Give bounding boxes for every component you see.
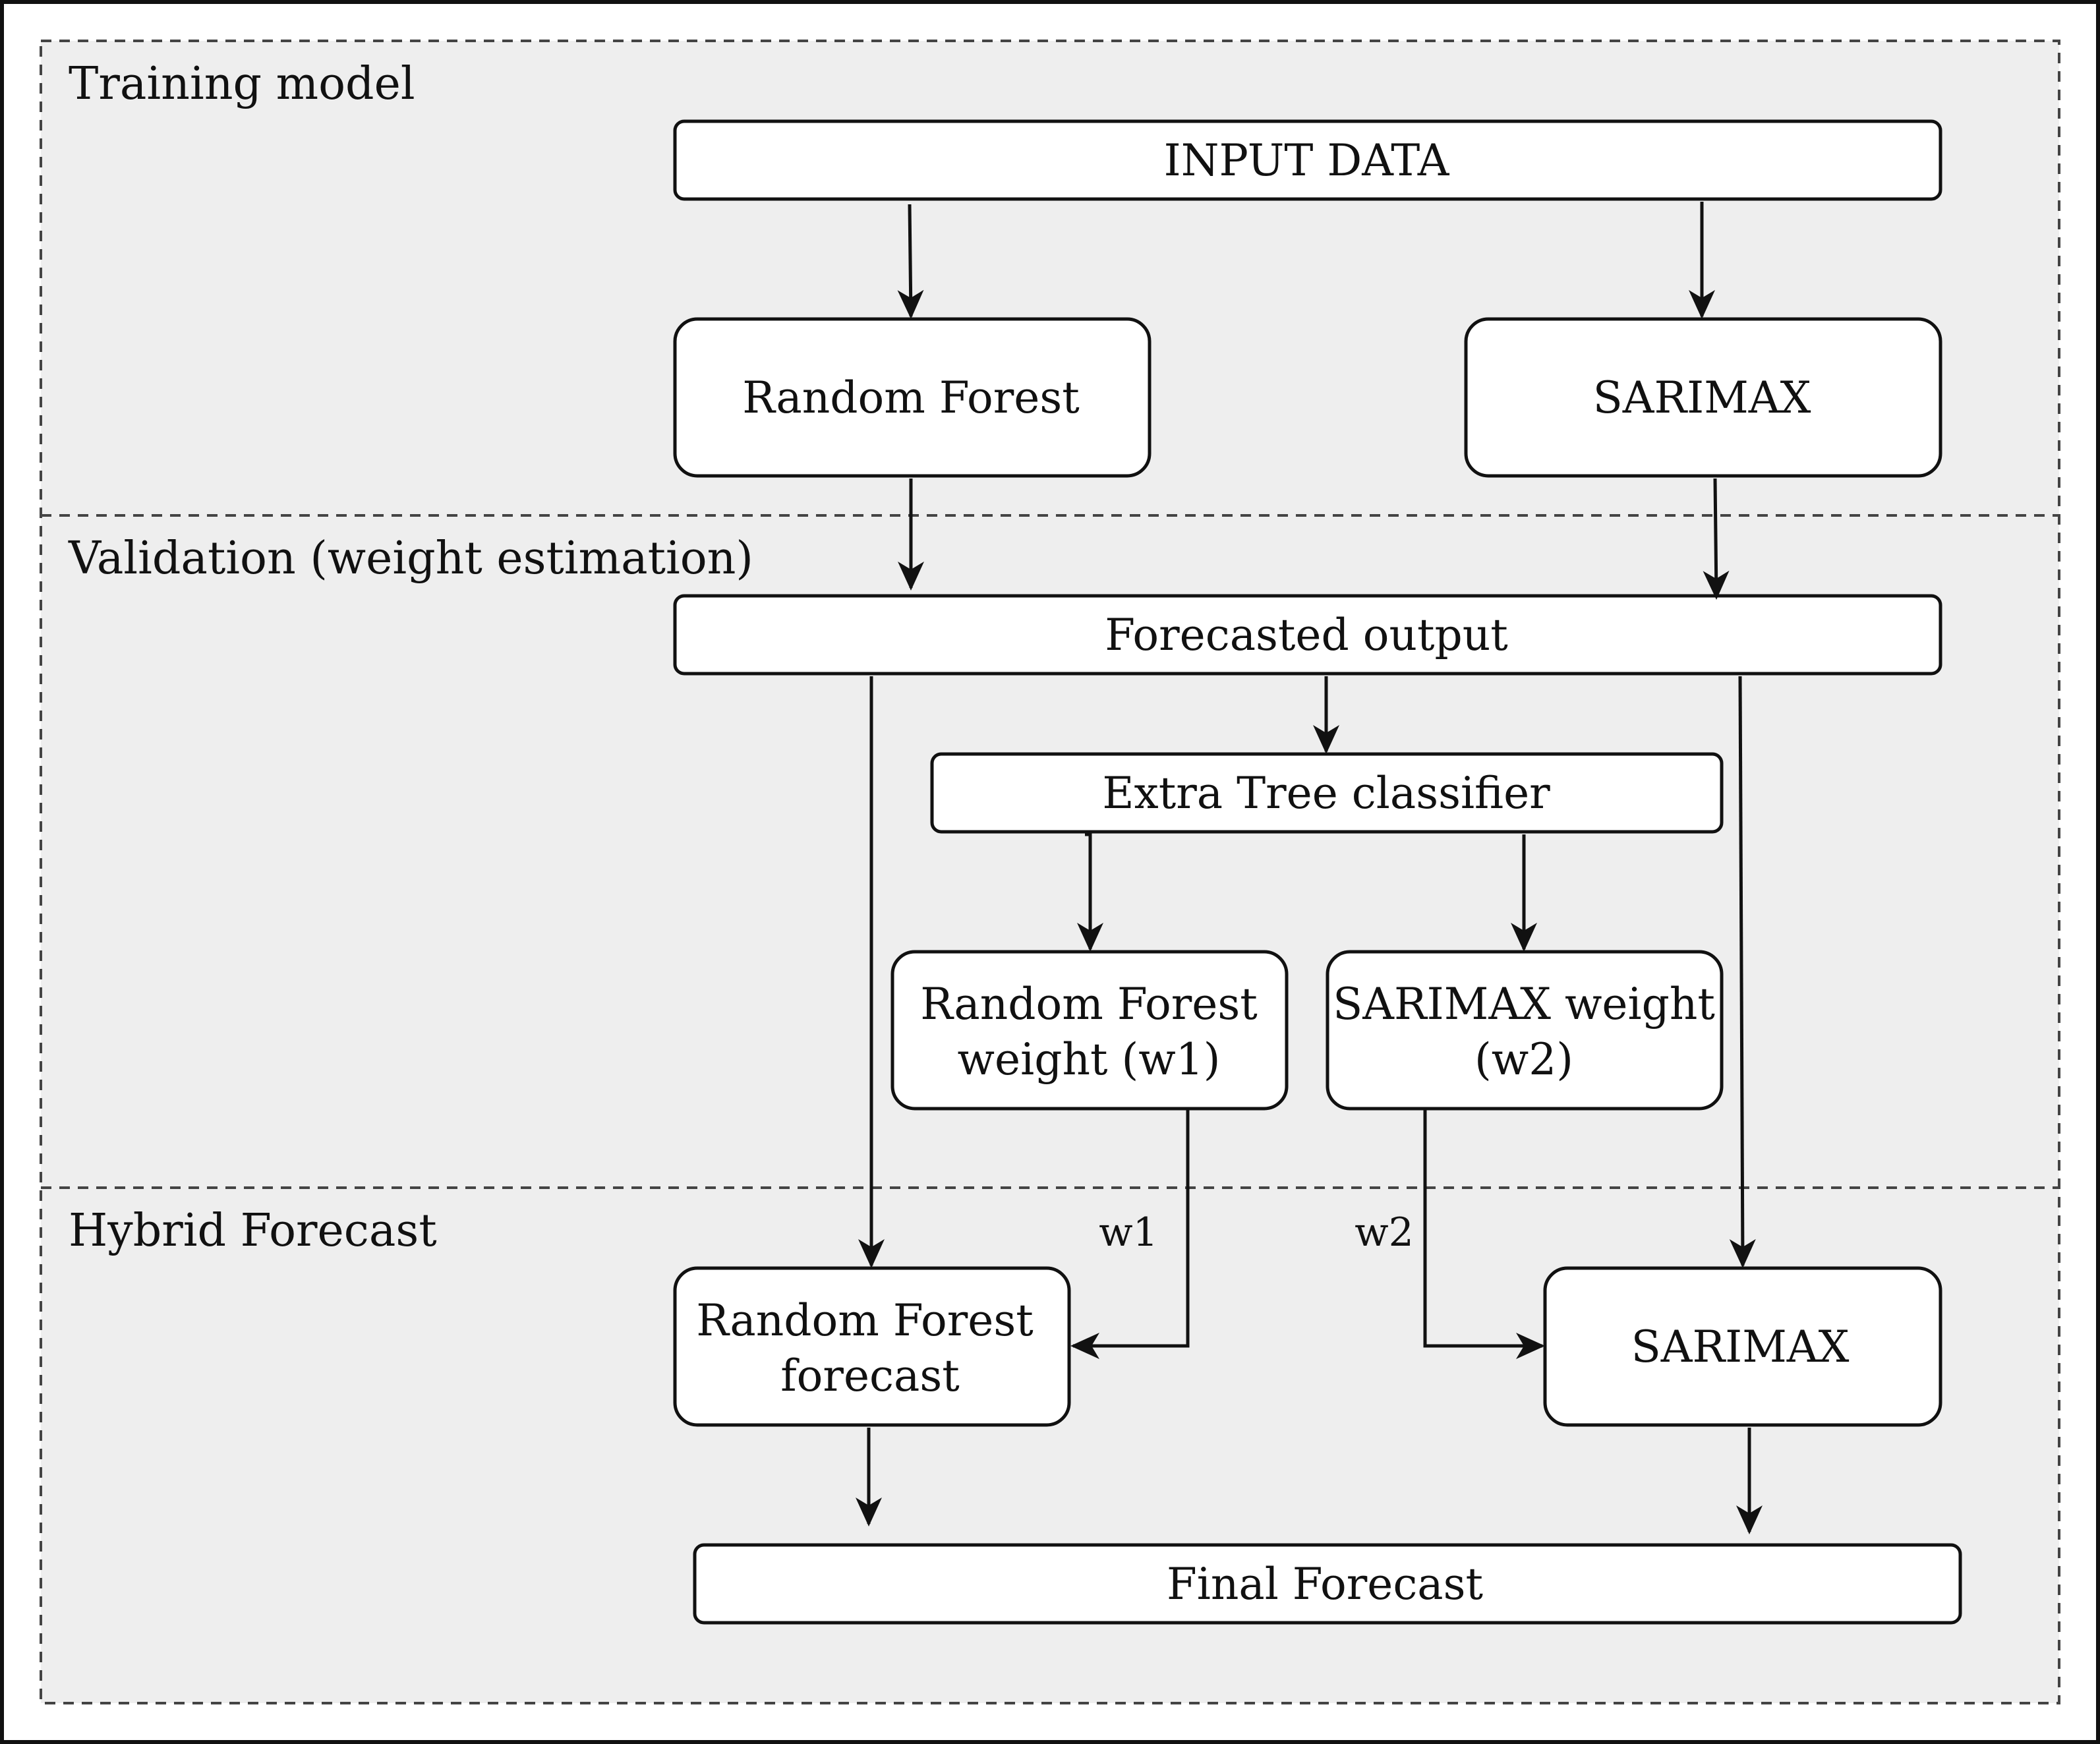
extra-tree-classifier-label: Extra Tree classifier <box>1102 768 1550 819</box>
arrow-rf-weight-to-rf-forecast <box>1070 1110 1190 1359</box>
node-random-forest-forecast: Random Forest forecast <box>673 1266 1071 1427</box>
random-forest-forecast-label-line2: forecast <box>780 1351 959 1401</box>
sarimax-weight-label-line2: (w2) <box>1474 1034 1573 1085</box>
node-extra-tree-classifier: Extra Tree classifier <box>930 752 1724 834</box>
arrow-sarimax-weight-to-sarimax-forecast <box>1423 1110 1545 1359</box>
node-input-data: INPUT DATA <box>673 119 1942 201</box>
section-label-training: Training model <box>69 58 415 110</box>
node-forecasted-output: Forecasted output <box>673 594 1942 676</box>
edge-label-w2: w2 <box>1355 1209 1414 1256</box>
node-sarimax-weight: SARIMAX weight (w2) <box>1326 950 1724 1111</box>
section-label-hybrid: Hybrid Forecast <box>69 1205 437 1257</box>
forecasted-output-label: Forecasted output <box>1105 610 1508 660</box>
final-forecast-label: Final Forecast <box>1167 1559 1483 1610</box>
sarimax-weight-label-line1: SARIMAX weight <box>1333 979 1715 1030</box>
arrow-sarimax-to-output <box>1703 478 1730 600</box>
node-random-forest: Random Forest <box>673 317 1152 478</box>
random-forest-weight-label-line2: weight (w1) <box>958 1034 1221 1085</box>
edge-label-w1: w1 <box>1099 1209 1158 1256</box>
node-sarimax-forecast: SARIMAX <box>1543 1266 1942 1427</box>
node-final-forecast: Final Forecast <box>693 1543 1962 1625</box>
random-forest-label: Random Forest <box>742 372 1080 423</box>
node-random-forest-weight: Random Forest weight (w1) <box>890 950 1289 1111</box>
sarimax-label: SARIMAX <box>1593 372 1811 423</box>
arrow-output-to-sarimax-forecast <box>1729 676 1756 1268</box>
section-label-validation: Validation (weight estimation) <box>68 533 753 585</box>
node-sarimax: SARIMAX <box>1464 317 1942 478</box>
arrow-extra-tree-to-rf-weight <box>1077 832 1103 952</box>
sarimax-forecast-label: SARIMAX <box>1631 1322 1850 1372</box>
arrow-input-to-random-forest <box>897 204 924 319</box>
random-forest-weight-label-line1: Random Forest <box>920 979 1258 1030</box>
sections-container <box>40 40 2060 1704</box>
input-data-label: INPUT DATA <box>1164 135 1450 186</box>
random-forest-forecast-label-line1: Random Forest <box>696 1295 1034 1346</box>
